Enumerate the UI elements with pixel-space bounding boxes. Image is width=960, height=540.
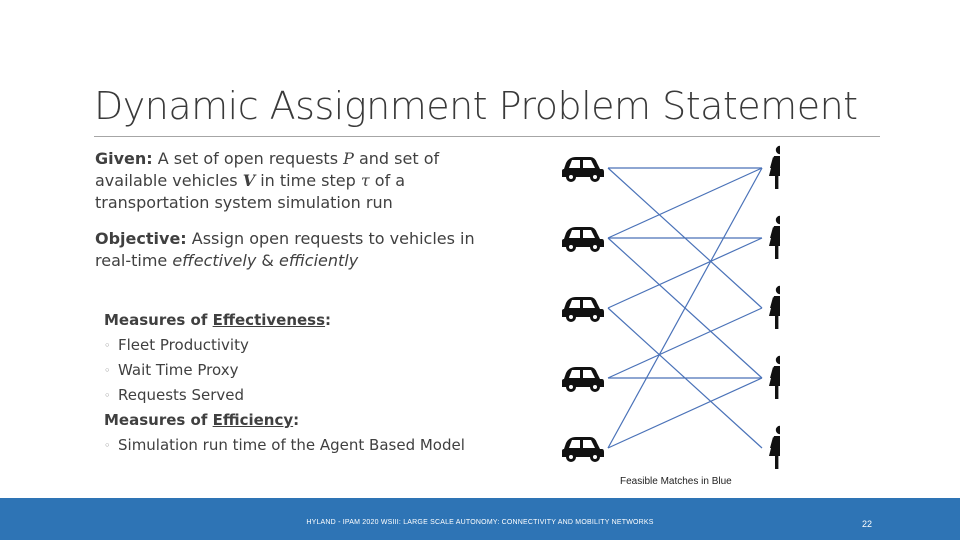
given-text-4: of a transportation system simulation ru… — [95, 171, 406, 212]
effectiveness-heading: Measures of Effectiveness: — [104, 308, 484, 333]
list-item: ◦ Simulation run time of the Agent Based … — [104, 433, 484, 458]
footer-text: HYLAND - IPAM 2020 WSIII: LARGE SCALE AU… — [306, 519, 654, 526]
diagram-caption: Feasible Matches in Blue — [620, 476, 732, 487]
given-text-1: A set of open requests — [152, 149, 344, 168]
bullet-icon: ◦ — [104, 364, 111, 377]
match-line — [607, 377, 763, 449]
list-item: ◦ Requests Served — [104, 383, 484, 408]
car-icon — [562, 367, 604, 392]
car-icon — [562, 297, 604, 322]
match-line — [607, 167, 763, 449]
person-icon — [769, 145, 780, 189]
efficiency-keyword: Efficiency — [212, 411, 294, 429]
measures-list: Measures of Effectiveness: ◦ Fleet Produc… — [104, 308, 484, 458]
objective-text-1: Assign open requests to vehicles in real… — [95, 229, 475, 270]
efficiency-prefix: Measures of — [104, 411, 213, 429]
car-icon — [562, 227, 604, 252]
match-line — [607, 167, 763, 239]
bullet-icon: ◦ — [104, 389, 111, 402]
efficiency-heading: Measures of Efficiency: — [104, 408, 484, 433]
symbol-p: P — [343, 149, 354, 168]
list-item: ◦ Fleet Productivity — [104, 333, 484, 358]
effectiveness-keyword: Effectiveness — [212, 311, 326, 329]
objective-text-2: & — [256, 251, 279, 270]
list-item-label: Wait Time Proxy — [118, 361, 239, 379]
efficiency-suffix: : — [293, 411, 300, 429]
symbol-v: V — [242, 171, 256, 190]
given-text-2: and set of available vehicles — [95, 149, 440, 190]
effectiveness-suffix: : — [325, 311, 332, 329]
symbol-tau: τ — [360, 171, 370, 190]
list-item-label: Fleet Productivity — [118, 336, 249, 354]
slide-number: 22 — [862, 519, 873, 529]
person-icon — [769, 355, 780, 399]
matching-diagram — [562, 145, 780, 469]
list-item: ◦ Wait Time Proxy — [104, 358, 484, 383]
list-item-label: Simulation run time of the Agent Based M… — [118, 436, 465, 454]
objective-paragraph: Objective: Assign open requests to vehic… — [95, 228, 485, 272]
bullet-icon: ◦ — [104, 339, 111, 352]
objective-emphasis-2: efficiently — [278, 251, 359, 270]
given-label: Given: — [95, 149, 153, 168]
given-text-3: in time step — [255, 171, 361, 190]
given-paragraph: Given: A set of open requests P and set … — [95, 148, 485, 214]
slide-title: Dynamic Assignment Problem Statement — [94, 84, 858, 128]
footer-bar — [0, 498, 960, 540]
car-icon — [562, 157, 604, 182]
car-icon — [562, 437, 604, 462]
person-icon — [769, 285, 780, 329]
person-icon — [769, 425, 780, 469]
objective-emphasis-1: effectively — [172, 251, 257, 270]
bullet-icon: ◦ — [104, 439, 111, 452]
match-line — [607, 307, 763, 379]
objective-label: Objective: — [95, 229, 187, 248]
effectiveness-prefix: Measures of — [104, 311, 213, 329]
person-icon — [769, 215, 780, 259]
match-line — [607, 237, 763, 309]
title-divider — [94, 136, 880, 137]
list-item-label: Requests Served — [118, 386, 245, 404]
